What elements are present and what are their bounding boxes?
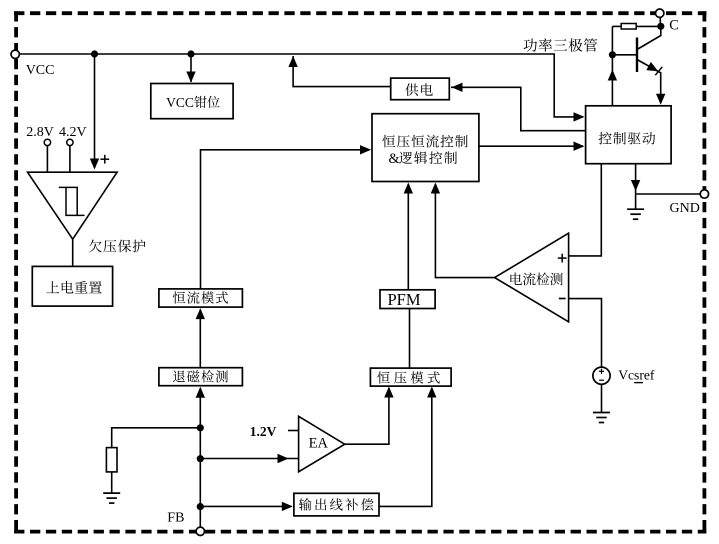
svg-text:2.8V: 2.8V: [26, 125, 54, 140]
svg-text:C: C: [669, 18, 679, 34]
svg-text:VCC: VCC: [26, 63, 55, 78]
svg-text:VCC: VCC: [166, 95, 194, 110]
svg-text:4.2V: 4.2V: [59, 125, 87, 140]
svg-text:EA: EA: [309, 436, 329, 452]
svg-text:1.2V: 1.2V: [250, 424, 277, 439]
svg-text:Vcsref: Vcsref: [618, 368, 655, 383]
svg-text:GND: GND: [670, 201, 700, 216]
svg-text:FB: FB: [167, 511, 184, 526]
svg-text:PFM: PFM: [388, 290, 421, 309]
svg-text:&: &: [389, 151, 400, 167]
